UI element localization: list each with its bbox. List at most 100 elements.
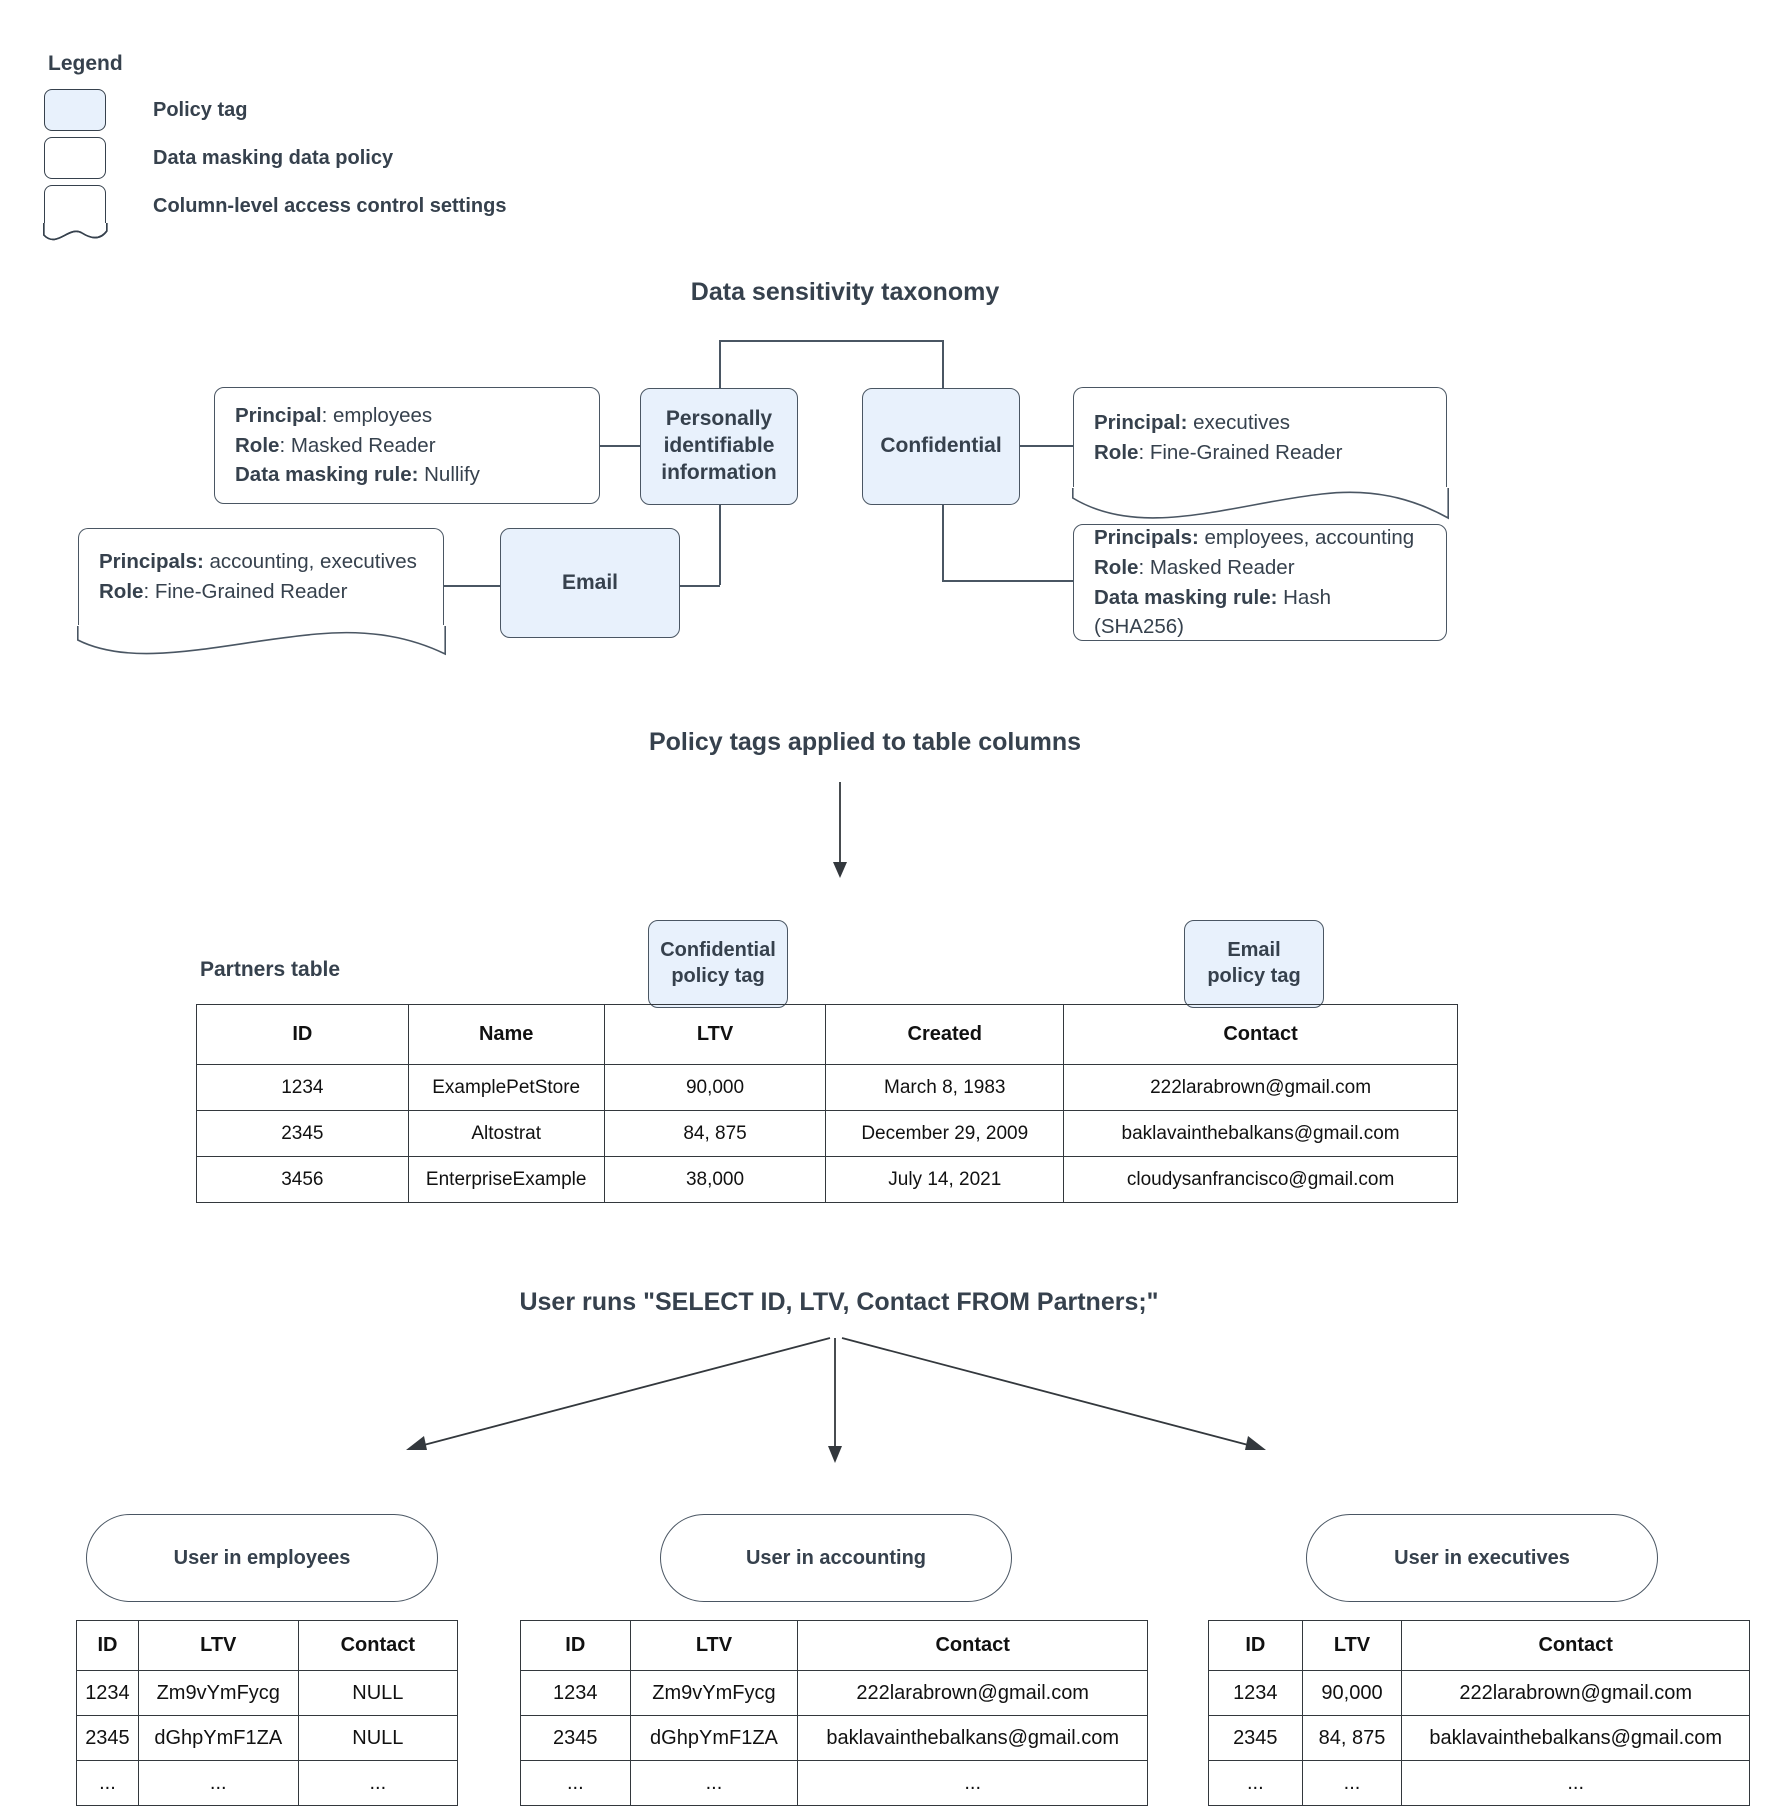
principal-label: Principal	[235, 404, 322, 428]
partners-table-label: Partners table	[200, 958, 341, 981]
pill-label: User in executives	[1394, 1546, 1570, 1569]
cell-id: 1234	[1208, 1670, 1303, 1716]
rule-label: Data masking rule:	[235, 463, 419, 487]
table-row: 1234 Zm9vYmFycg NULL	[76, 1670, 459, 1716]
table-header-row: ID LTV Contact	[76, 1620, 459, 1671]
cell-contact: baklavainthebalkans@gmail.com	[1401, 1715, 1750, 1761]
cell-ltv: 84, 875	[1301, 1715, 1403, 1761]
cell-ltv: dGhpYmF1ZA	[629, 1715, 799, 1761]
cell-contact: baklavainthebalkans@gmail.com	[797, 1715, 1148, 1761]
result-pill-executives: User in executives	[1306, 1514, 1658, 1602]
legend-item-data-masking: Data masking data policy	[44, 134, 506, 182]
fanout-arrows	[406, 1337, 1266, 1463]
table-row: ... ... ...	[1208, 1760, 1750, 1806]
table-header-row: ID LTV Contact	[520, 1620, 1148, 1671]
connector	[942, 340, 944, 388]
column-access-swatch-icon	[43, 185, 109, 241]
cell-contact: cloudysanfrancisco@gmail.com	[1063, 1156, 1458, 1203]
column-header-created: Created	[825, 1004, 1065, 1065]
partners-table: ID Name LTV Created Contact 1234 Example…	[196, 1004, 1458, 1203]
role-value: : Fine-Grained Reader	[1138, 440, 1343, 464]
cell-ltv: dGhpYmF1ZA	[137, 1715, 299, 1761]
cell-id: 1234	[196, 1064, 409, 1111]
tag-line: Confidential	[660, 939, 776, 962]
cell-name: Altostrat	[407, 1110, 605, 1157]
tag-line: Personally	[665, 407, 773, 431]
cell-contact: NULL	[297, 1715, 459, 1761]
principal-value: executives	[1187, 410, 1290, 434]
principal-value: : employees	[321, 404, 433, 428]
legend-item-label: Data masking data policy	[153, 146, 394, 169]
column-policy-tag-confidential[interactable]: Confidential policy tag	[648, 920, 788, 1008]
tag-line: Email	[1227, 939, 1281, 962]
cell-contact: 222larabrown@gmail.com	[797, 1670, 1148, 1716]
connector	[680, 585, 720, 587]
column-header-contact: Contact	[297, 1620, 459, 1671]
taxonomy-title: Data sensitivity taxonomy	[690, 278, 1000, 306]
cell-contact: 222larabrown@gmail.com	[1063, 1064, 1458, 1111]
column-header-id: ID	[1208, 1620, 1303, 1671]
table-header-row: ID LTV Contact	[1208, 1620, 1750, 1671]
cell-contact: 222larabrown@gmail.com	[1401, 1670, 1750, 1716]
policy-tag-pii[interactable]: Personally identifiable information	[640, 388, 798, 505]
result-table-executives: ID LTV Contact 1234 90,000 222larabrown@…	[1208, 1620, 1750, 1806]
role-value: : Fine-Grained Reader	[143, 580, 348, 603]
cell-ltv: Zm9vYmFycg	[137, 1670, 299, 1716]
cell-id: 2345	[520, 1715, 631, 1761]
legend-item-label: Column-level access control settings	[153, 194, 507, 217]
connector	[443, 585, 500, 587]
policy-tag-swatch-icon	[44, 89, 106, 131]
column-header-contact: Contact	[797, 1620, 1148, 1671]
connector	[719, 340, 943, 342]
applied-title: Policy tags applied to table columns	[648, 728, 1082, 756]
tag-line: identifiable	[663, 434, 775, 458]
tag-line: information	[661, 460, 777, 484]
table-row: ... ... ...	[520, 1760, 1148, 1806]
pill-label: User in employees	[173, 1546, 351, 1569]
column-header-ltv: LTV	[629, 1620, 799, 1671]
column-header-ltv: LTV	[1301, 1620, 1403, 1671]
confidential-column-access-box: Principal: executives Role: Fine-Grained…	[1072, 387, 1450, 520]
connector	[1020, 445, 1073, 447]
role-label: Role	[99, 580, 144, 603]
connector	[942, 580, 1074, 582]
connector	[719, 340, 721, 388]
cell-contact: ...	[797, 1760, 1148, 1806]
column-policy-tag-email[interactable]: Email policy tag	[1184, 920, 1324, 1008]
policy-tag-email[interactable]: Email	[500, 528, 680, 638]
table-row: 2345 dGhpYmF1ZA baklavainthebalkans@gmai…	[520, 1715, 1148, 1761]
cell-contact: ...	[1401, 1760, 1750, 1806]
policy-tag-confidential[interactable]: Confidential	[862, 388, 1020, 505]
cell-ltv: ...	[629, 1760, 799, 1806]
cell-ltv: ...	[1301, 1760, 1403, 1806]
column-header-contact: Contact	[1063, 1004, 1458, 1065]
cell-contact: ...	[297, 1760, 459, 1806]
rule-value: Nullify	[418, 463, 480, 487]
rule-label: Data masking rule:	[1094, 585, 1278, 609]
connector	[600, 445, 640, 447]
table-row: ... ... ...	[76, 1760, 459, 1806]
legend-title: Legend	[48, 52, 123, 75]
cell-id: 1234	[520, 1670, 631, 1716]
role-label: Role	[235, 433, 280, 457]
cell-ltv: 84, 875	[603, 1110, 827, 1157]
column-header-ltv: LTV	[137, 1620, 299, 1671]
cell-contact: baklavainthebalkans@gmail.com	[1063, 1110, 1458, 1157]
cell-ltv: Zm9vYmFycg	[629, 1670, 799, 1716]
arrow-down-to-table	[833, 782, 847, 878]
cell-id: 2345	[1208, 1715, 1303, 1761]
connector	[719, 505, 721, 585]
table-header-row: ID Name LTV Created Contact	[196, 1004, 1458, 1065]
cell-id: ...	[520, 1760, 631, 1806]
pill-label: User in accounting	[745, 1546, 927, 1569]
column-header-id: ID	[76, 1620, 139, 1671]
table-row: 2345 84, 875 baklavainthebalkans@gmail.c…	[1208, 1715, 1750, 1761]
pii-data-masking-policy-box: Principal: employees Role: Masked Reader…	[214, 387, 600, 504]
principal-label: Principals:	[1094, 526, 1199, 550]
table-row: 2345 Altostrat 84, 875 December 29, 2009…	[196, 1110, 1458, 1157]
principal-value: accounting, executives	[203, 550, 417, 574]
confidential-data-masking-policy-box: Principals: employees, accounting Role: …	[1073, 524, 1447, 641]
tag-label: Email	[561, 570, 619, 594]
cell-ltv: ...	[137, 1760, 299, 1806]
column-header-name: Name	[407, 1004, 605, 1065]
